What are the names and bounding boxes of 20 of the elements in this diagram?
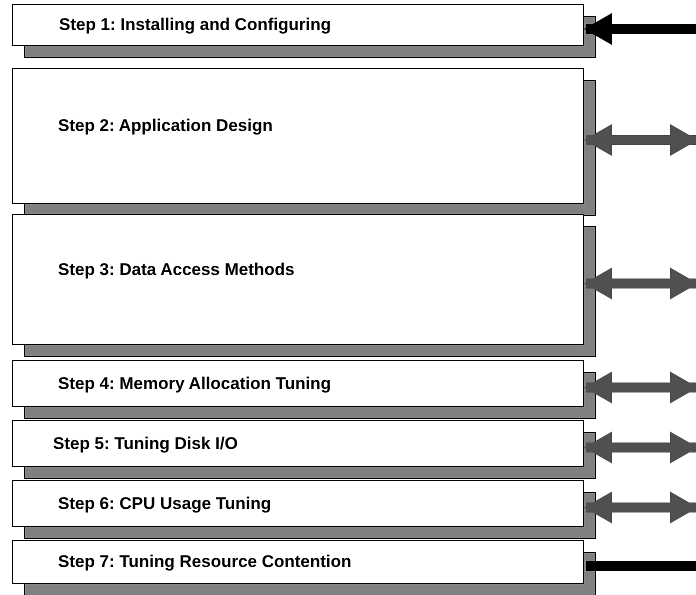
step-box xyxy=(12,540,584,584)
step-label: Step 6: CPU Usage Tuning xyxy=(58,492,272,515)
step-label: Step 7: Tuning Resource Contention xyxy=(58,551,352,574)
arrow xyxy=(584,372,696,404)
arrow xyxy=(584,13,696,45)
arrow xyxy=(584,432,696,464)
arrow xyxy=(584,492,696,524)
step-label: Step 2: Application Design xyxy=(58,115,273,138)
arrow xyxy=(584,268,696,300)
arrow xyxy=(584,124,696,156)
step-box xyxy=(12,480,584,527)
step-label: Step 3: Data Access Methods xyxy=(58,258,294,281)
step-label: Step 1: Installing and Configuring xyxy=(59,14,331,36)
step-box xyxy=(12,420,584,467)
step-box xyxy=(12,214,584,345)
step-box xyxy=(12,4,584,46)
step-box xyxy=(12,360,584,407)
step-box xyxy=(12,68,584,204)
step-label: Step 4: Memory Allocation Tuning xyxy=(58,372,331,395)
step-label: Step 5: Tuning Disk I/O xyxy=(53,432,238,455)
